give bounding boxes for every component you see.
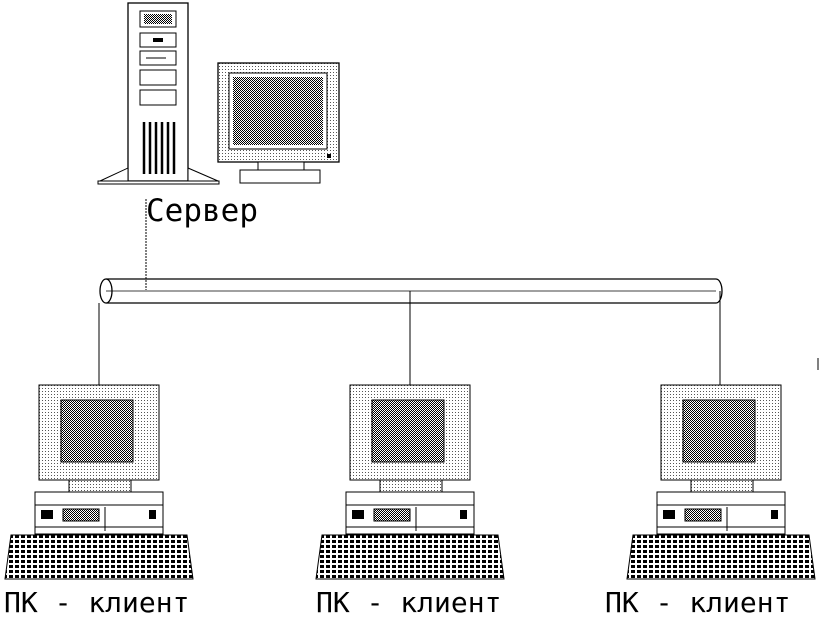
client-pc-icon — [626, 384, 816, 580]
server-label: Сервер — [146, 193, 258, 229]
server-monitor-icon — [217, 62, 340, 184]
client-pc-icon — [315, 384, 505, 580]
client-label: ПК - клиент — [4, 586, 190, 619]
client-label: ПК - клиент — [316, 586, 502, 619]
client-link-lines — [98, 291, 721, 385]
server-tower-icon — [97, 2, 220, 185]
client-label: ПК - клиент — [605, 586, 791, 619]
client-pc-icon — [4, 384, 194, 580]
network-cable-icon — [99, 278, 723, 304]
